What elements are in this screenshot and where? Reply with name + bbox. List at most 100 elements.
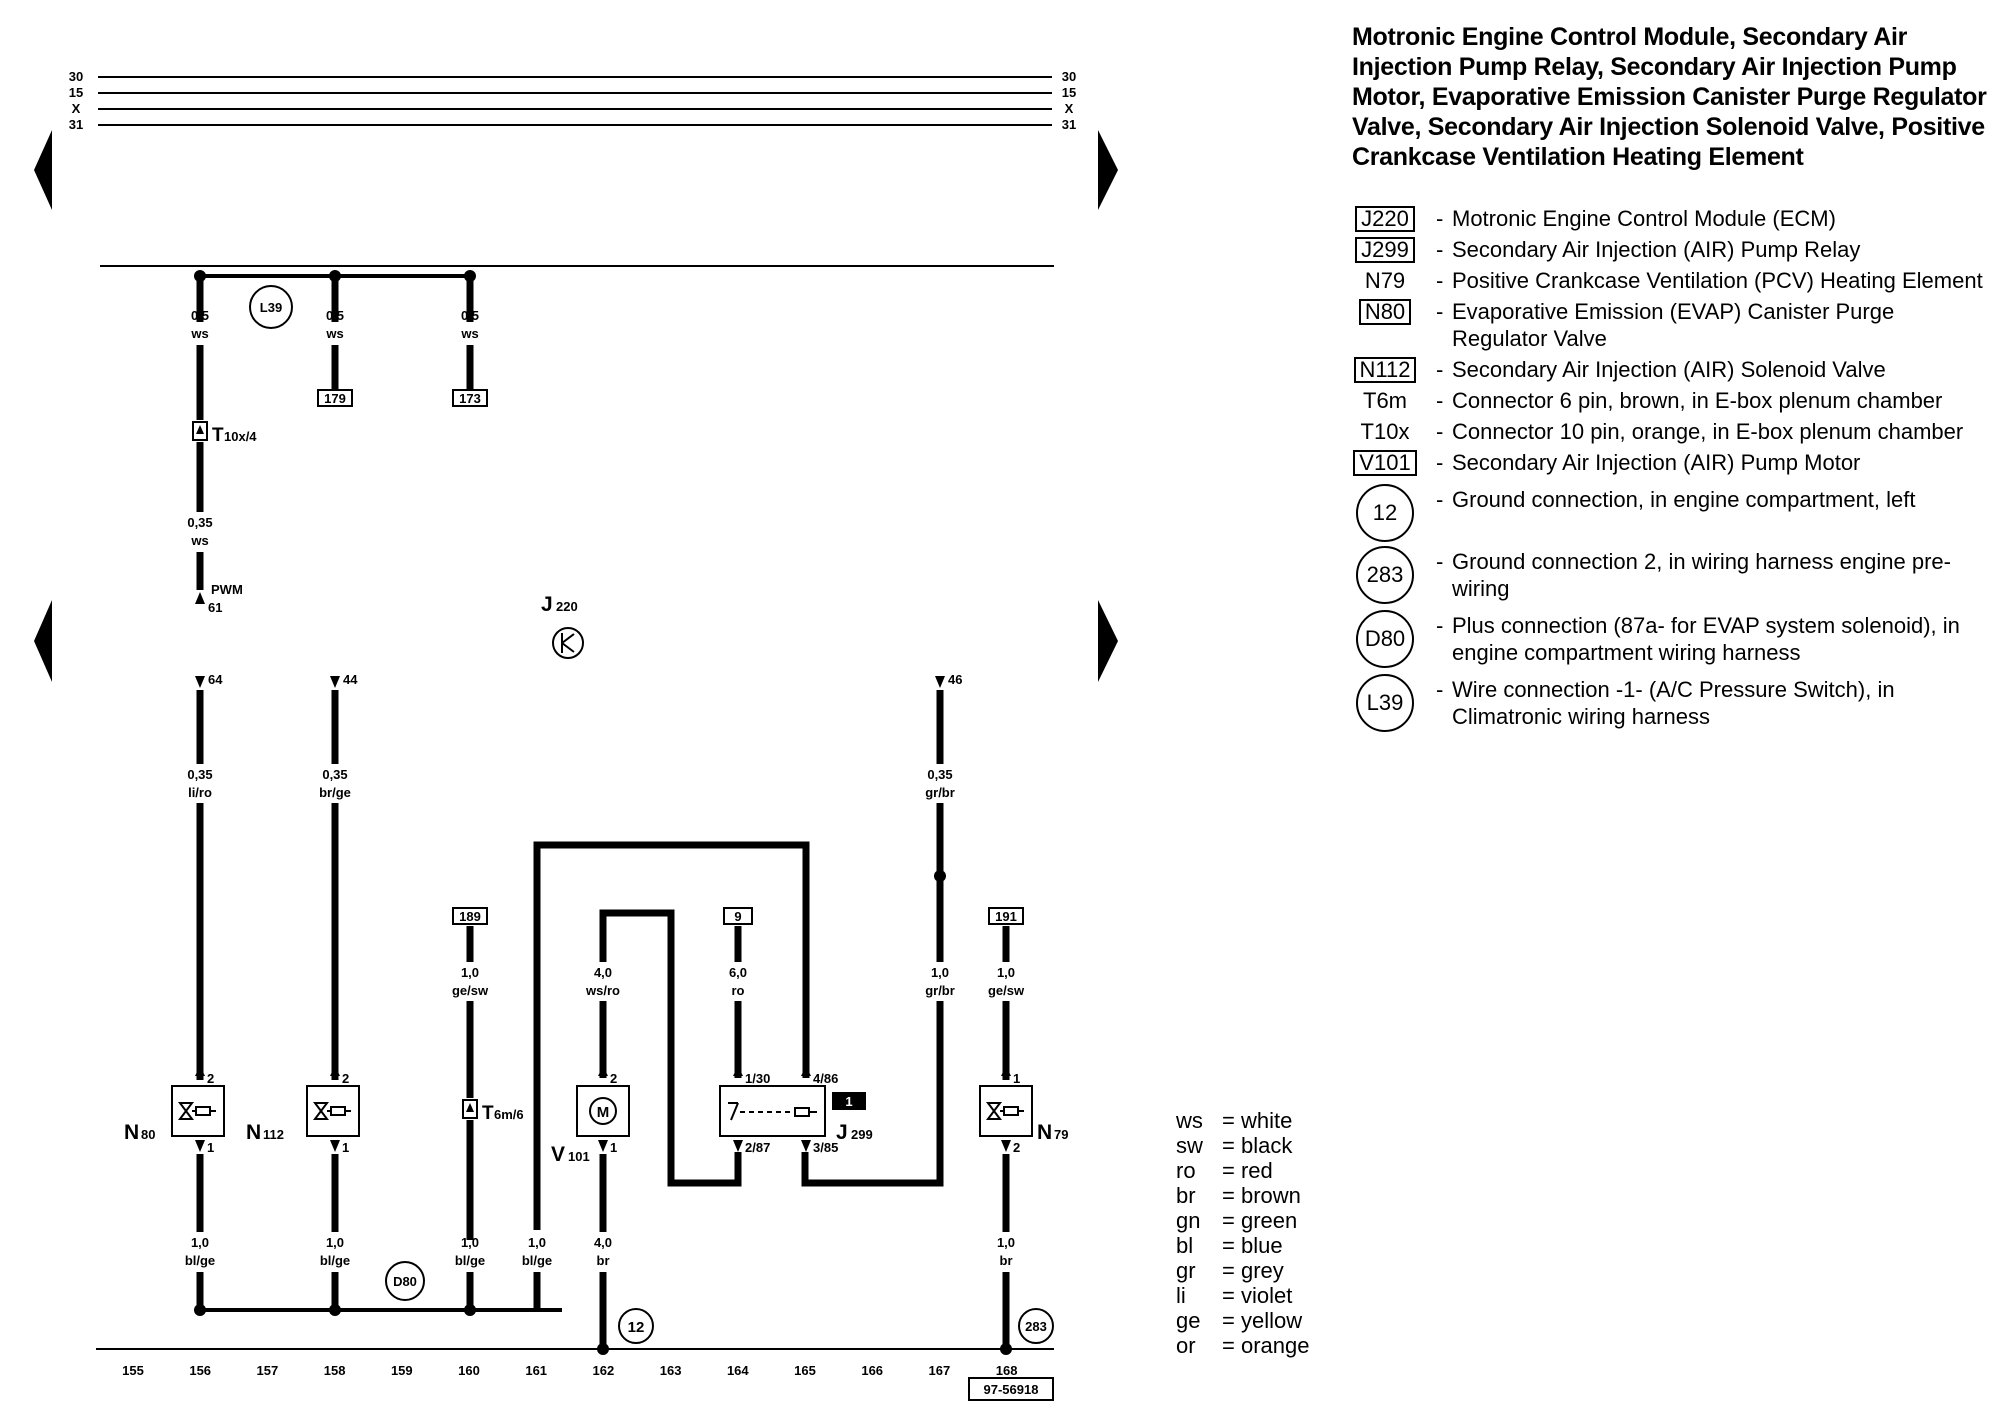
track-number: 164 bbox=[727, 1363, 749, 1378]
bus-label-31-right: 31 bbox=[1062, 117, 1076, 132]
legend-code-text: V101 bbox=[1353, 450, 1417, 476]
legend-description: Evaporative Emission (EVAP) Canister Pur… bbox=[1452, 299, 1895, 351]
legend-code: N112 bbox=[1352, 356, 1418, 383]
v101-pin-top: 2 bbox=[610, 1071, 617, 1086]
n79-pin-top: 1 bbox=[1013, 1071, 1020, 1086]
color-code-item: li= violet bbox=[1176, 1283, 1309, 1308]
next-page-arrow-middle[interactable] bbox=[1098, 600, 1118, 682]
n112-pin-bot: 1 bbox=[342, 1140, 349, 1155]
wire-size-bottom-162: 4,0 bbox=[594, 1235, 612, 1250]
legend-dash: - bbox=[1436, 549, 1444, 574]
t6m-connector: T 6m/6 bbox=[462, 1099, 524, 1124]
wire-color-top-3: ws bbox=[460, 326, 478, 341]
wire-color-top-1: ws bbox=[190, 326, 208, 341]
wire-color-bottom-161: bl/ge bbox=[522, 1253, 552, 1268]
legend-code: 283 bbox=[1352, 546, 1418, 604]
legend-description: Connector 10 pin, orange, in E-box plenu… bbox=[1452, 419, 1964, 444]
color-abbr: gr bbox=[1176, 1258, 1196, 1283]
track-number: 157 bbox=[257, 1363, 279, 1378]
legend-description: Plus connection (87a- for EVAP system so… bbox=[1452, 613, 1960, 665]
track-number: 162 bbox=[593, 1363, 615, 1378]
wire-color-9: ro bbox=[732, 983, 745, 998]
legend-code-text: D80 bbox=[1356, 610, 1414, 668]
bus-label-31-left: 31 bbox=[69, 117, 83, 132]
color-abbr: bl bbox=[1176, 1233, 1194, 1258]
wire-size-motor-top: 4,0 bbox=[594, 965, 612, 980]
track-number: 163 bbox=[660, 1363, 682, 1378]
color-name: white bbox=[1240, 1108, 1293, 1133]
legend-code: L39 bbox=[1352, 674, 1418, 732]
color-code-item: ro= red bbox=[1176, 1158, 1309, 1183]
t10x-label-main: T bbox=[212, 425, 224, 446]
track-number: 166 bbox=[861, 1363, 883, 1378]
l39-splice-group: 0,5 ws 0,5 ws 0,5 ws L39 179 173 bbox=[190, 270, 488, 420]
color-name: yellow bbox=[1240, 1308, 1303, 1333]
legend-item: 12-Ground connection, in engine compartm… bbox=[1352, 484, 1992, 542]
next-page-arrow-top[interactable] bbox=[1098, 130, 1118, 210]
color-name: grey bbox=[1240, 1258, 1284, 1283]
color-abbr: ro bbox=[1176, 1158, 1196, 1183]
legend-description: Motronic Engine Control Module (ECM) bbox=[1452, 206, 1836, 231]
v101-pump-motor: 2 M 1 V 101 bbox=[551, 1066, 630, 1166]
legend-dash: - bbox=[1436, 299, 1444, 324]
legend-dash: - bbox=[1436, 419, 1444, 444]
wire-size-ecm-in: 0,35 bbox=[187, 515, 212, 530]
n79-heating-element: 1 2 N 79 bbox=[979, 1066, 1068, 1155]
ecm-j220: J 220 bbox=[541, 593, 584, 659]
color-code-item: bl= blue bbox=[1176, 1233, 1309, 1258]
color-name: red bbox=[1240, 1158, 1273, 1183]
wire-size-n80-top: 0,35 bbox=[187, 767, 212, 782]
j299-relay: 1/30 4/86 2/87 3/85 1 J 299 bbox=[719, 1066, 873, 1155]
t10x-label-sub: 10x/4 bbox=[224, 429, 257, 444]
legend-item: L39-Wire connection -1- (A/C Pressure Sw… bbox=[1352, 674, 1992, 732]
v101-symbol: M bbox=[597, 1104, 610, 1121]
j299-pin-4: 4/86 bbox=[813, 1071, 838, 1086]
legend-dash: - bbox=[1436, 388, 1444, 413]
wire-size-bottom-156: 1,0 bbox=[191, 1235, 209, 1250]
legend-code-text: L39 bbox=[1356, 674, 1414, 732]
equals-sign: = bbox=[1222, 1258, 1241, 1283]
legend-code-text: J220 bbox=[1355, 206, 1415, 232]
wire-size-9: 6,0 bbox=[729, 965, 747, 980]
bus-label-30-right: 30 bbox=[1062, 69, 1076, 84]
wire-color-top-2: ws bbox=[325, 326, 343, 341]
j299-label-main: J bbox=[836, 1121, 848, 1144]
prev-page-arrow-middle[interactable] bbox=[34, 600, 52, 682]
legend-item: N79-Positive Crankcase Ventilation (PCV)… bbox=[1352, 267, 1992, 294]
color-abbr: br bbox=[1176, 1183, 1196, 1208]
wire-size-n112-top: 0,35 bbox=[322, 767, 347, 782]
color-name: brown bbox=[1240, 1183, 1301, 1208]
diagram-ref-number: 97-56918 bbox=[984, 1382, 1039, 1397]
relay-icon bbox=[728, 1102, 817, 1121]
wire-size-bottom-160: 1,0 bbox=[461, 1235, 479, 1250]
prev-page-arrow-top[interactable] bbox=[34, 130, 52, 210]
legend-code-text: N112 bbox=[1353, 357, 1417, 383]
wire-color-191: ge/sw bbox=[988, 983, 1025, 998]
ecm-label-main: J bbox=[541, 593, 553, 616]
equals-sign: = bbox=[1222, 1133, 1241, 1158]
wire-size-top-2: 0,5 bbox=[326, 308, 344, 323]
n80-label-main: N bbox=[124, 1121, 139, 1144]
legend-description: Secondary Air Injection (AIR) Pump Relay bbox=[1452, 237, 1861, 262]
transistor-icon bbox=[552, 627, 584, 659]
legend-code-text: N80 bbox=[1358, 299, 1412, 325]
legend-description: Positive Crankcase Ventilation (PCV) Hea… bbox=[1452, 268, 1983, 293]
equals-sign: = bbox=[1222, 1183, 1241, 1208]
wire-color-n80-top: li/ro bbox=[188, 785, 212, 800]
legend-item: J299-Secondary Air Injection (AIR) Pump … bbox=[1352, 236, 1992, 263]
legend-dash: - bbox=[1436, 237, 1444, 262]
t6m-label-sub: 6m/6 bbox=[494, 1107, 524, 1122]
ref-173: 173 bbox=[459, 391, 481, 406]
color-abbr: gn bbox=[1176, 1208, 1201, 1233]
wire-size-j299-pin4: 1,0 bbox=[931, 965, 949, 980]
track-number: 165 bbox=[794, 1363, 816, 1378]
legend-dash: - bbox=[1436, 268, 1444, 293]
wire-color-bottom-168: br bbox=[1000, 1253, 1013, 1268]
wire-color-pin46: gr/br bbox=[925, 785, 955, 800]
legend-code-text: T6m bbox=[1363, 388, 1407, 413]
wire-color-n112-top: br/ge bbox=[319, 785, 351, 800]
pin-61: 61 bbox=[208, 600, 222, 615]
wire-color-bottom-160: bl/ge bbox=[455, 1253, 485, 1268]
legend-code: N79 bbox=[1352, 267, 1418, 294]
